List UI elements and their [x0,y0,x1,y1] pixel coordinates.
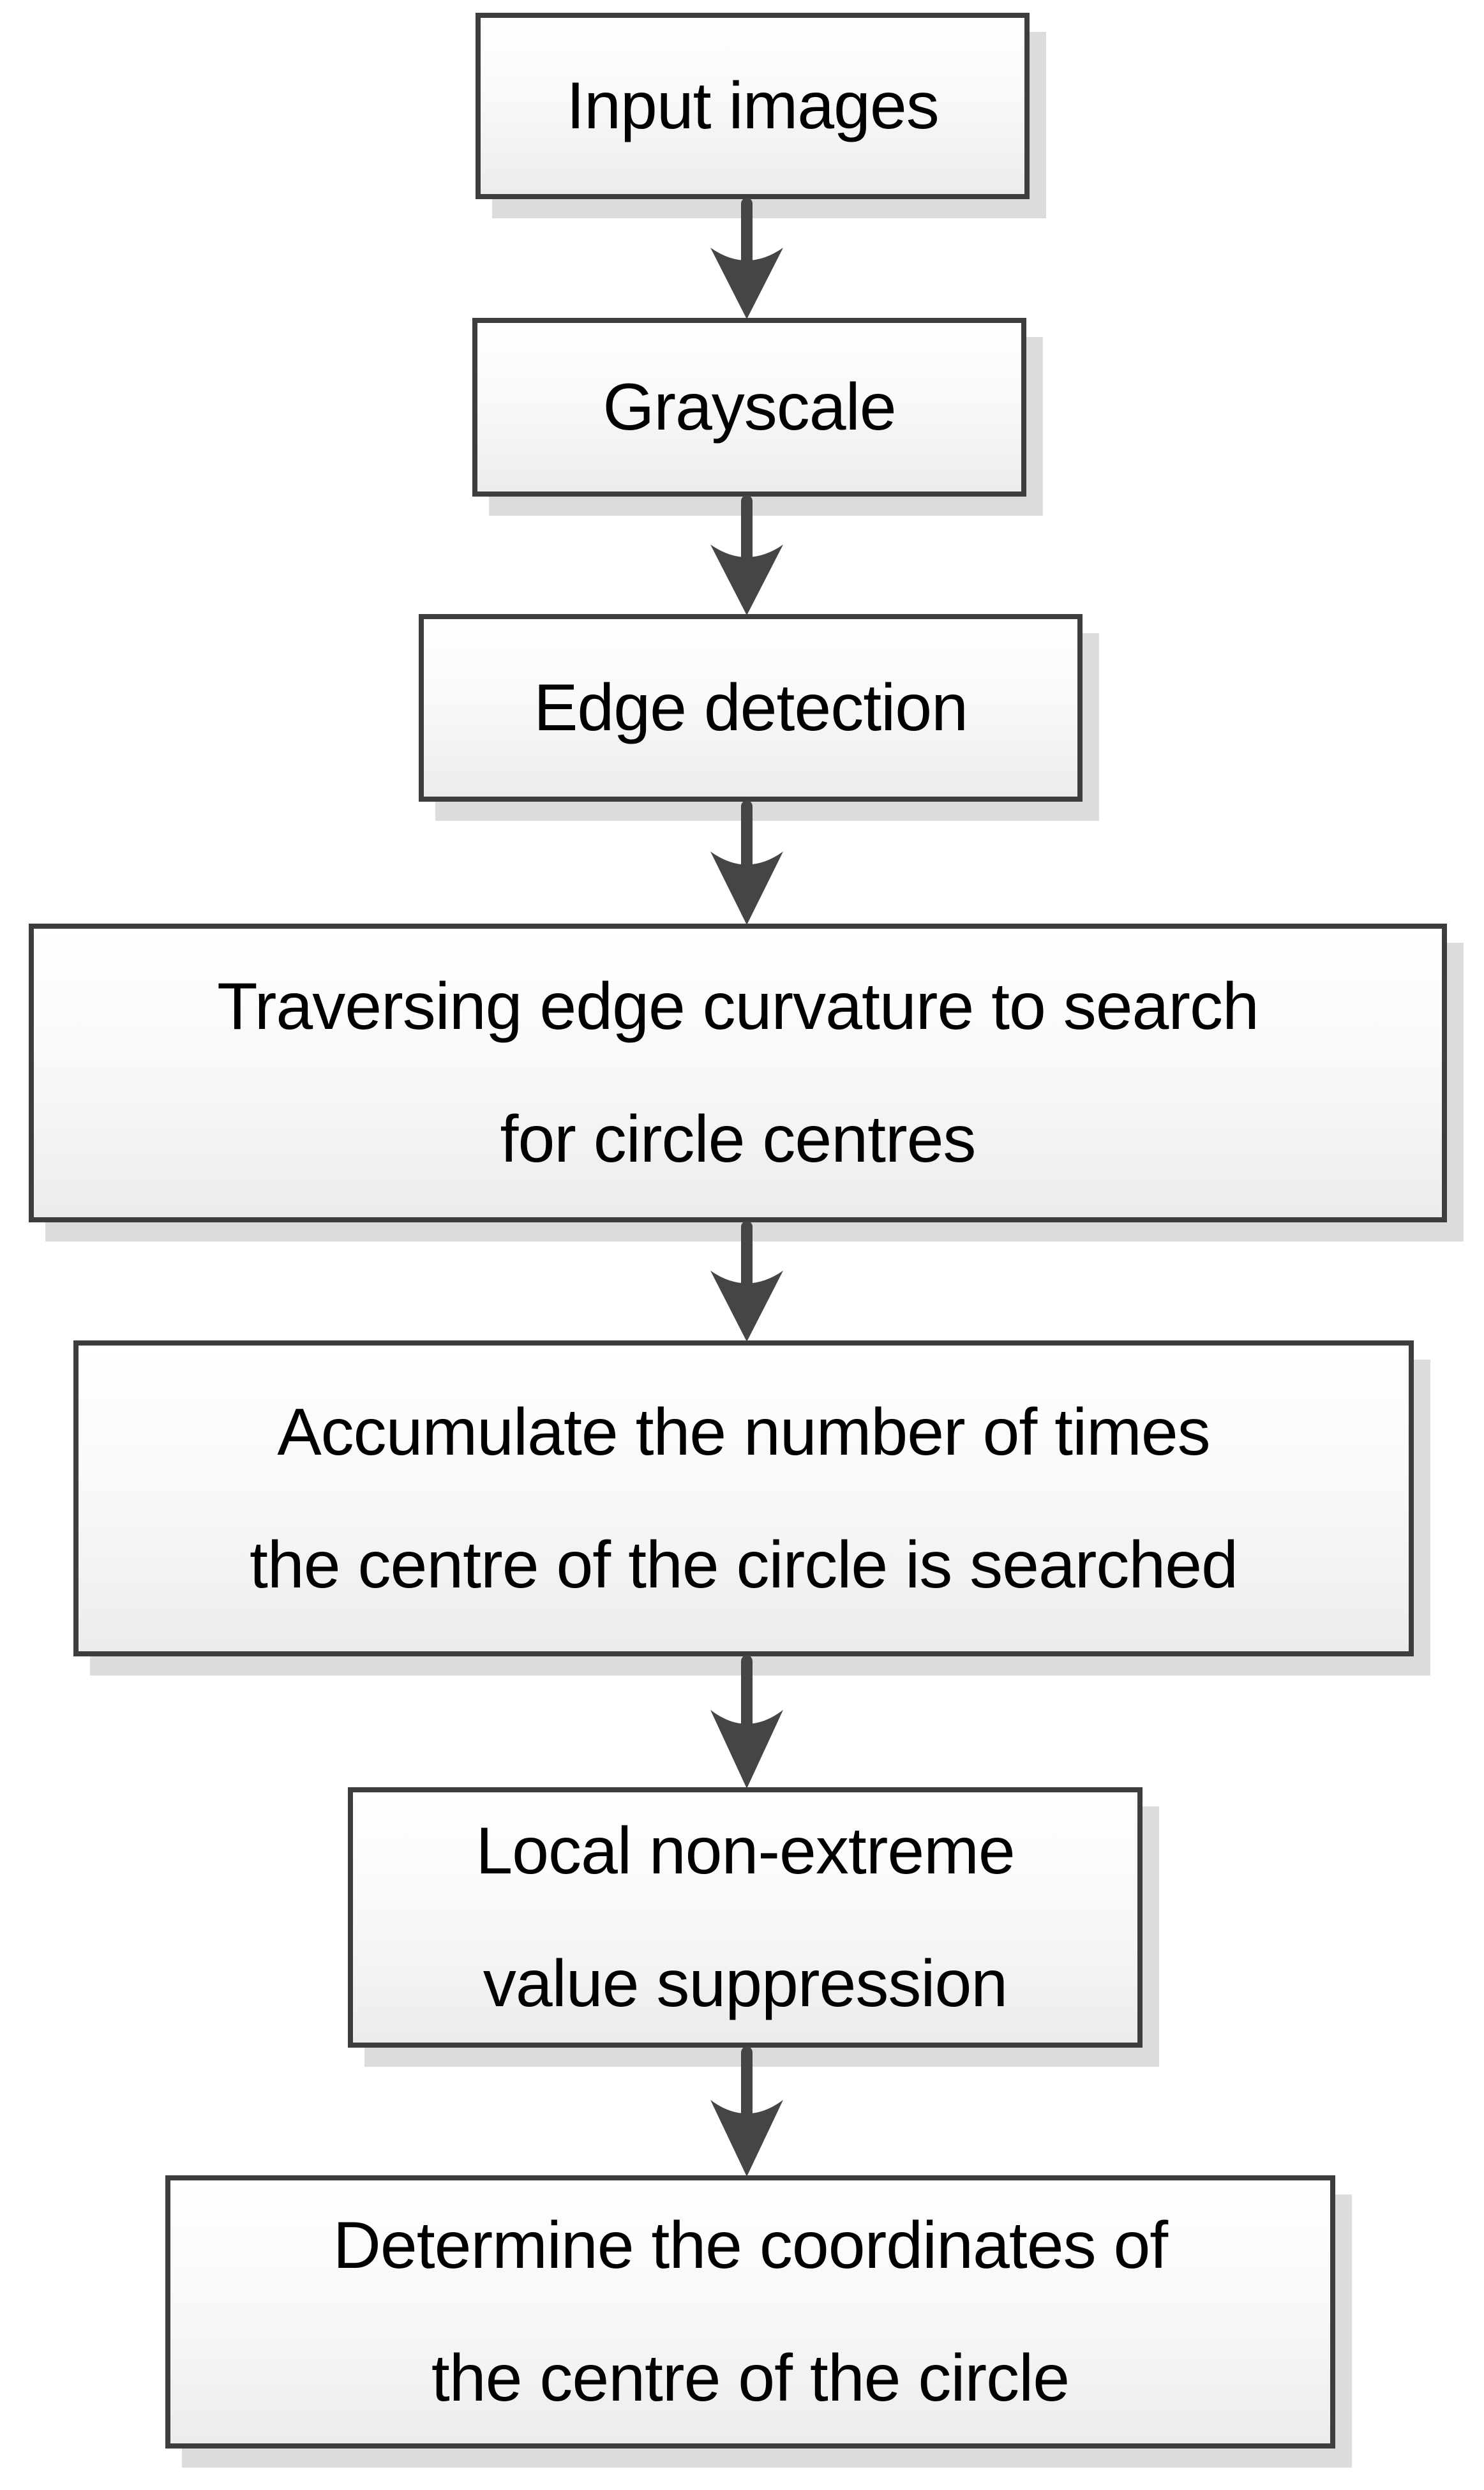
flow-step-label: Grayscale [603,370,896,444]
down-arrow-icon [708,1221,785,1342]
flow-step-non-extreme-suppression: Local non-extreme value suppression [348,1787,1143,2048]
flow-step-label: Local non-extreme value suppression [476,1814,1015,2021]
flow-step-traverse-edge-curvature: Traversing edge curvature to search for … [29,924,1447,1222]
flow-step-grayscale: Grayscale [472,318,1026,497]
flow-step-label: Determine the coordinates of the centre … [333,2209,1168,2415]
flow-step-accumulate-centre-count: Accumulate the number of times the centr… [73,1340,1414,1656]
flow-step-label: Edge detection [534,671,968,745]
flow-step-label: Input images [566,69,939,143]
flow-step-label: Accumulate the number of times the centr… [250,1395,1238,1602]
flow-step-label: Traversing edge curvature to search for … [217,970,1259,1176]
flow-step-edge-detection: Edge detection [419,614,1083,802]
down-arrow-icon [708,198,785,319]
down-arrow-icon [708,1655,785,1789]
down-arrow-icon [708,800,785,925]
flow-step-input-images: Input images [476,13,1030,199]
down-arrow-icon [708,2046,785,2177]
down-arrow-icon [708,495,785,615]
flow-step-determine-centre-coordinates: Determine the coordinates of the centre … [165,2175,1335,2449]
